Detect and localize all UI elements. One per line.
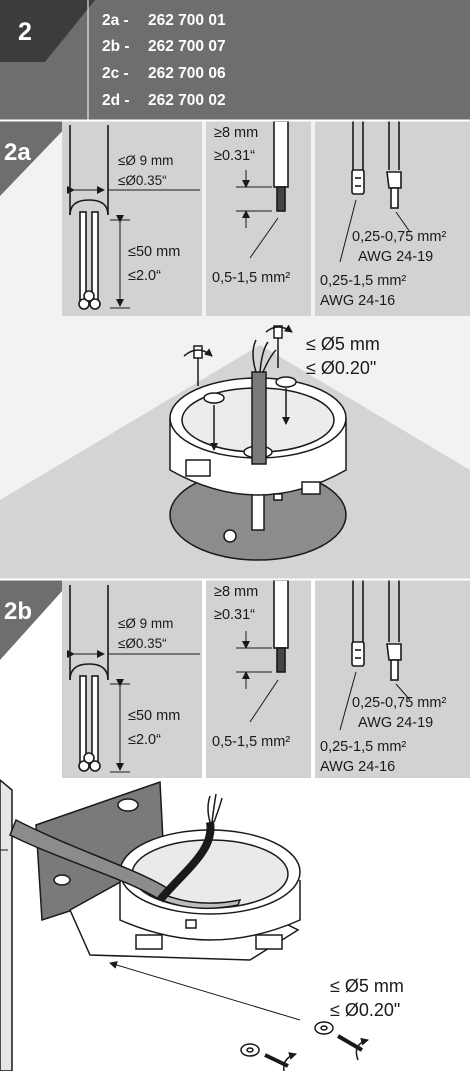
section-2a-tab	[0, 121, 72, 196]
step-number: 2	[18, 18, 32, 46]
ferrule-cross-section-1-2b: 0,25-0,75 mm²	[352, 695, 446, 711]
ferrule-awg-2-2b: AWG 24-16	[320, 759, 395, 775]
wire-strip-illustration-2b	[236, 579, 289, 723]
cable-diameter-mm-2a: ≤Ø 9 mm	[118, 153, 173, 168]
cable-illustration-2b	[67, 585, 200, 773]
ferrule-panel-2a	[315, 121, 470, 316]
strip-length-mm-2b: ≤50 mm	[128, 708, 180, 724]
ferrule-awg-1-2a: AWG 24-19	[358, 249, 433, 265]
variant-key-b: 2b -	[102, 38, 130, 55]
screw-diameter-in-2a: ≤ Ø0.20"	[306, 358, 376, 378]
strip-length-in-2a: ≤2.0“	[128, 268, 161, 284]
wall-bracket-illustration-2b	[0, 779, 369, 1072]
variant-code-b: 262 700 07	[148, 38, 226, 55]
ferrule-cross-section-2-2a: 0,25-1,5 mm²	[320, 273, 406, 289]
step-number-tab	[0, 0, 95, 62]
ferrule-illustration-2a	[339, 121, 411, 263]
section-2a: 2a ≤Ø 9 mm ≤Ø0.35“ ≤50 mm ≤2.0“	[0, 120, 470, 579]
strip-wire-mm-2b: ≥8 mm	[214, 584, 258, 600]
cable-diameter-mm-2b: ≤Ø 9 mm	[118, 616, 173, 631]
strip-wire-in-2b: ≥0.31“	[214, 607, 255, 623]
section-2b-label: 2b	[4, 598, 32, 625]
variant-code-c: 262 700 06	[148, 65, 226, 82]
variant-key-c: 2c -	[102, 65, 129, 82]
ferrule-cross-section-1-2a: 0,25-0,75 mm²	[352, 229, 446, 245]
solid-cross-section-2b: 0,5-1,5 mm²	[212, 734, 290, 750]
screw-diameter-in-2b: ≤ Ø0.20"	[330, 1000, 400, 1020]
wire-panel-2a	[206, 121, 311, 316]
variant-key-a: 2a -	[102, 12, 129, 29]
strip-length-mm-2a: ≤50 mm	[128, 244, 180, 260]
strip-length-in-2b: ≤2.0“	[128, 732, 161, 748]
variant-code-a: 262 700 01	[148, 12, 226, 29]
ferrule-illustration-2b	[339, 580, 411, 731]
section-2a-label: 2a	[4, 139, 31, 166]
screw-diameter-mm-2a: ≤ Ø5 mm	[306, 334, 380, 354]
ferrule-cross-section-2-2b: 0,25-1,5 mm²	[320, 739, 406, 755]
cable-illustration-2a	[67, 125, 200, 310]
cable-diameter-in-2a: ≤Ø0.35“	[118, 173, 167, 188]
header: 2 2a - 262 700 01 2b - 262 700 07 2c - 2…	[0, 0, 470, 120]
solid-cross-section-2a: 0,5-1,5 mm²	[212, 270, 290, 286]
strip-wire-mm-2a: ≥8 mm	[214, 125, 258, 141]
ferrule-awg-2-2a: AWG 24-16	[320, 293, 395, 309]
cable-diameter-in-2b: ≤Ø0.35“	[118, 636, 167, 651]
base-mount-illustration-2a	[169, 324, 347, 561]
section-2b: 2b ≤Ø 9 mm ≤Ø0.35“ ≤50 mm ≤2.0“	[0, 579, 470, 1072]
screw-diameter-mm-2b: ≤ Ø5 mm	[330, 976, 404, 996]
section-2b-tab	[0, 580, 72, 660]
wire-strip-illustration-2a	[236, 120, 289, 259]
variant-code-d: 262 700 02	[148, 92, 226, 109]
ferrule-awg-1-2b: AWG 24-19	[358, 715, 433, 731]
wire-panel-2b	[206, 580, 311, 778]
strip-wire-in-2a: ≥0.31“	[214, 148, 255, 164]
variant-key-d: 2d -	[102, 92, 130, 109]
